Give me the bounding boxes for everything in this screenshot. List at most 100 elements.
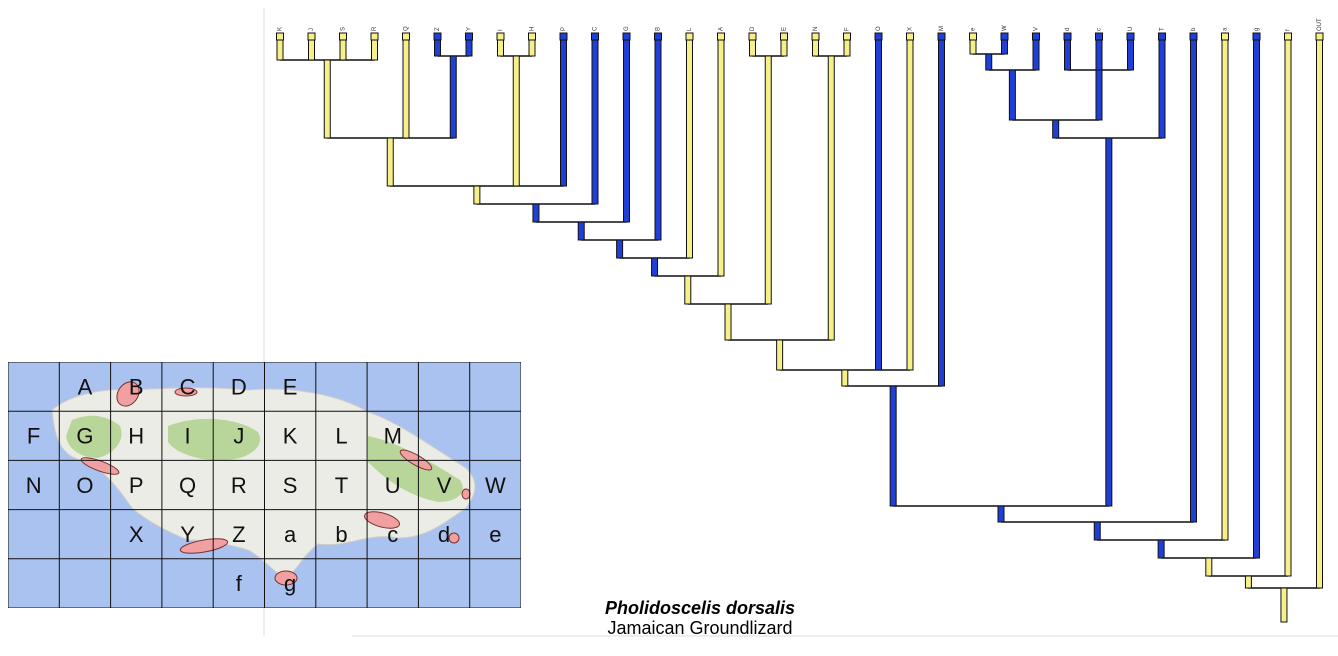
grid-cell-label: b — [335, 522, 347, 547]
grid-cell-label: I — [184, 424, 190, 449]
tree-branch — [717, 39, 725, 277]
grid-cell-label: f — [236, 571, 243, 596]
tip-marker — [1189, 32, 1198, 41]
tip-label: W — [1002, 25, 1008, 31]
tip-label: K — [278, 27, 284, 31]
tree-branch — [371, 39, 378, 61]
tree-branch — [812, 39, 819, 57]
highland-area — [66, 415, 122, 458]
tree-branch — [938, 39, 945, 387]
tree-branch — [512, 55, 520, 187]
tip-marker — [780, 32, 788, 41]
tip-label: e — [971, 27, 977, 31]
grid-cell-label: B — [129, 374, 144, 399]
range-patch — [461, 488, 471, 500]
tree-branch — [434, 39, 441, 57]
tree-branch — [749, 39, 756, 57]
tree-branch — [591, 39, 599, 205]
tree-branch — [1244, 575, 1252, 589]
tip-marker — [622, 32, 631, 41]
grid-cell-label: F — [27, 424, 40, 449]
tree-branch — [1253, 39, 1260, 559]
tree-branch — [1095, 69, 1103, 121]
tree-branch — [1158, 39, 1166, 139]
tree-branch — [1001, 39, 1008, 55]
grid-cell-label: U — [385, 473, 401, 498]
tree-branch — [1316, 39, 1323, 589]
tree-branch — [308, 39, 315, 61]
tip-marker — [433, 32, 442, 41]
range-patch — [80, 457, 120, 475]
range-patch — [274, 570, 298, 586]
tip-marker — [1063, 32, 1072, 41]
tip-marker — [906, 32, 914, 41]
grid-cell-label: S — [283, 473, 298, 498]
grid-cell-label: L — [335, 424, 347, 449]
tip-label: N — [813, 27, 819, 31]
tip-label: L — [687, 27, 693, 31]
tip-marker — [402, 32, 410, 41]
tree-branch — [616, 239, 624, 259]
tip-label: d — [1065, 28, 1071, 31]
tree-branch — [764, 55, 772, 305]
grid-cell-label: d — [438, 522, 450, 547]
grid-cell-label: Q — [179, 473, 196, 498]
grid-cell-label: C — [180, 374, 196, 399]
tree-branch — [339, 39, 347, 61]
tree-branch — [528, 39, 536, 57]
tree-branch — [654, 39, 662, 241]
tip-label: B — [656, 27, 662, 31]
range-patch — [116, 381, 140, 407]
tip-marker — [654, 32, 662, 41]
highland-area — [368, 436, 463, 502]
range-patch — [364, 511, 400, 529]
tree-branch — [465, 39, 473, 57]
tip-marker — [1032, 32, 1040, 41]
tree-branch — [1284, 39, 1292, 577]
tree-branch — [776, 339, 784, 371]
tip-marker — [1126, 32, 1135, 41]
tree-branch — [841, 369, 849, 387]
tip-marker — [1095, 32, 1103, 41]
tree-branch — [906, 39, 914, 371]
tip-marker — [937, 32, 946, 41]
tree-branch — [623, 39, 630, 223]
tip-marker — [717, 32, 725, 41]
tree-branch — [843, 39, 851, 57]
grid-cell-label: T — [335, 473, 348, 498]
tree-branch — [827, 55, 835, 341]
tip-label: A — [719, 27, 725, 31]
tip-marker — [969, 32, 977, 41]
island-shape — [51, 387, 476, 579]
tip-marker — [370, 32, 379, 41]
tip-label: c — [1097, 28, 1103, 31]
tree-branch — [1095, 39, 1103, 71]
tree-branch — [724, 303, 732, 341]
tip-label: E — [782, 27, 788, 31]
grid-cell-label: D — [231, 374, 247, 399]
grid-cell-label: O — [76, 473, 93, 498]
tip-label: I — [498, 29, 504, 31]
tree-branch — [276, 39, 284, 61]
tree-branch — [651, 257, 659, 277]
tip-label: X — [908, 27, 914, 31]
grid-cell-label: A — [78, 374, 93, 399]
tip-marker — [685, 32, 694, 41]
tip-label: T — [1160, 27, 1166, 31]
tree-branch — [402, 39, 410, 139]
grid-cell-label: J — [233, 424, 244, 449]
grid-cell-label: Z — [232, 522, 245, 547]
tree-branch — [473, 185, 481, 205]
tip-label: G — [624, 26, 630, 31]
tree-branch — [323, 59, 331, 139]
grid-cell-label: P — [129, 473, 144, 498]
tip-marker — [1315, 32, 1324, 41]
grid-cell-label: N — [26, 473, 42, 498]
tree-branch — [1008, 69, 1016, 121]
tip-label: O — [876, 26, 882, 31]
range-patch — [448, 532, 460, 544]
tip-marker — [1221, 32, 1229, 41]
grid-cell-label: a — [284, 522, 297, 547]
tip-label: J — [309, 28, 315, 31]
